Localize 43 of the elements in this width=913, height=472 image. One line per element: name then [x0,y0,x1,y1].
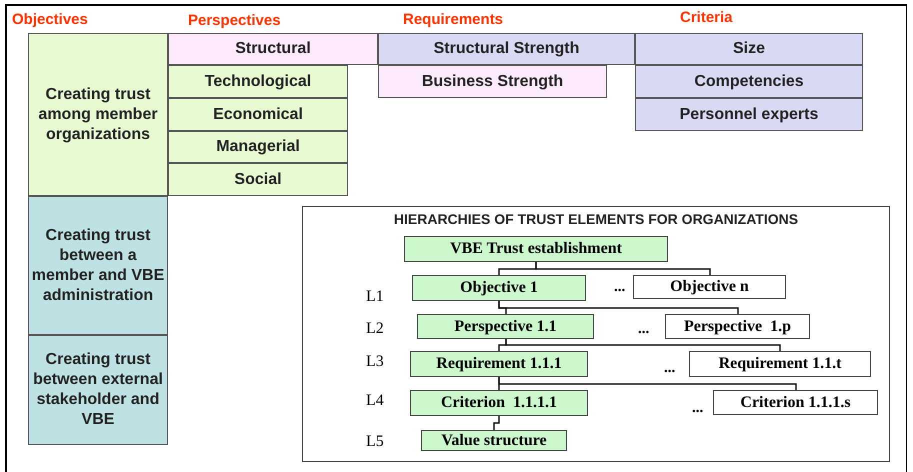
ellipsis: ... [638,320,650,339]
hierarchy-box: Requirement 1.1.t [689,351,871,377]
hierarchy-box: Perspective 1.p [665,314,810,339]
hierarchy-box: VBE Trust establishment [404,236,668,262]
table-cell: Business Strength [378,65,607,98]
table-cell: Creating trust between a member and VBE administration [28,196,168,335]
table-cell: Economical [168,98,348,131]
table-cell: Structural Strength [378,33,635,65]
table-cell: Competencies [635,65,863,98]
table-cell: Managerial [168,131,348,163]
hierarchy-box: Requirement 1.1.1 [410,351,588,377]
hierarchy-panel [302,206,890,462]
connector-line [498,377,797,390]
hierarchy-box: Criterion 1.1.1.s [713,390,878,415]
table-cell: Size [635,33,863,65]
hierarchy-box: Perspective 1.1 [417,314,594,339]
ellipsis: ... [664,359,676,378]
table-cell: Personnel experts [635,98,863,131]
level-label: L1 [366,287,384,307]
connector-line [535,262,711,275]
table-cell: Social [168,163,348,196]
column-heading: Requirements [403,10,504,30]
level-label: L2 [366,319,384,339]
column-heading: Objectives [12,10,88,30]
table-cell: Structural [168,33,378,65]
column-heading: Perspectives [188,11,281,31]
table-cell: Creating trust between external stakeholder and VBE [28,335,168,445]
hierarchy-box: Objective 1 [412,275,586,301]
hierarchy-box: Criterion 1.1.1.1 [410,390,588,416]
level-label: L3 [366,352,384,372]
table-cell: Creating trust among member organizations [28,33,168,196]
hierarchy-box: Objective n [633,275,786,299]
ellipsis: ... [614,278,626,297]
column-heading: Criteria [680,8,733,28]
connector-line [505,339,781,351]
hierarchy-box: Value structure [421,430,567,451]
connector-line [493,416,500,430]
level-label: L4 [366,391,384,411]
ellipsis: ... [692,399,704,418]
connector-line [498,301,739,314]
table-cell: Technological [168,65,348,98]
level-label: L5 [366,432,384,452]
panel-title: HIERARCHIES OF TRUST ELEMENTS FOR ORGANIZATIONS [392,210,800,229]
